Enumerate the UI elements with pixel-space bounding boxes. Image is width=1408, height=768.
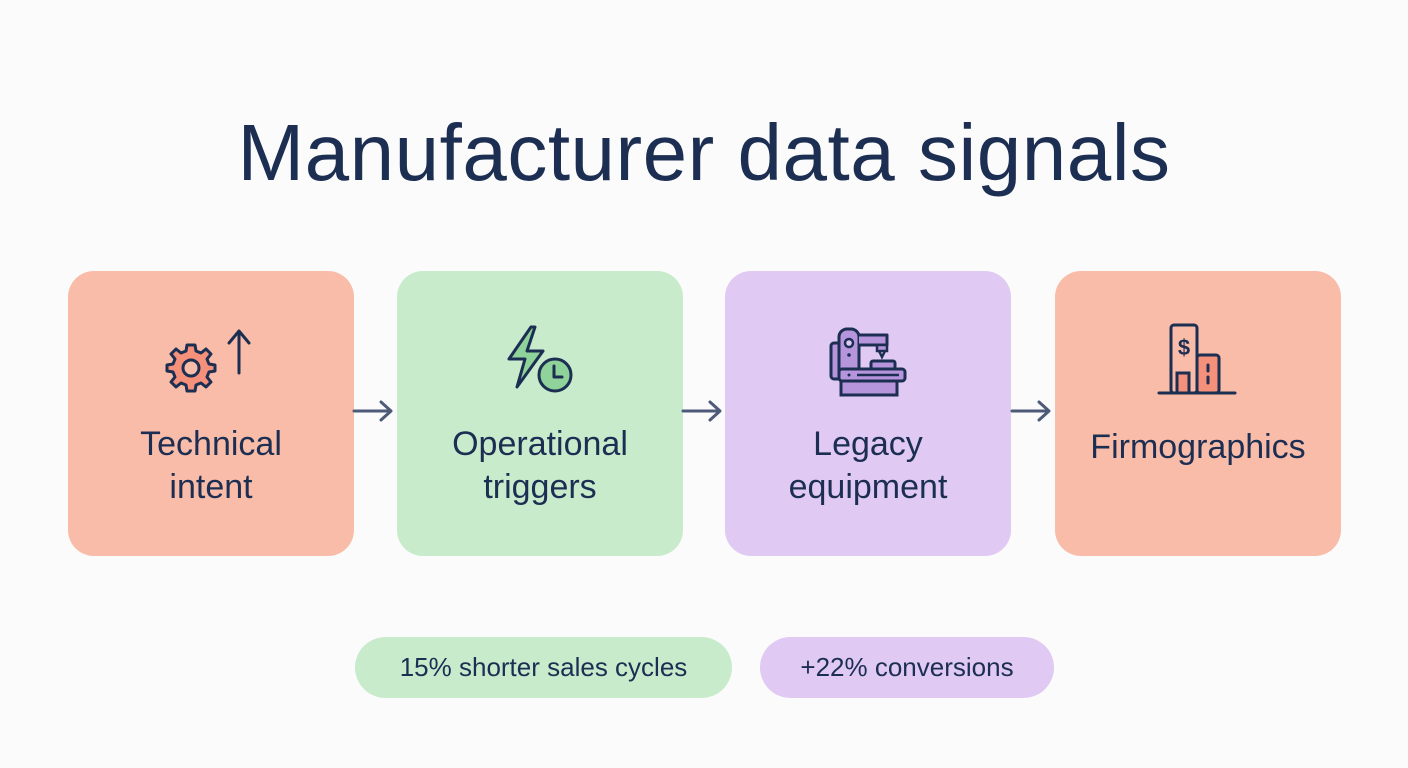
step-label-line: intent [169,468,253,506]
arrow-right-icon [681,400,722,422]
step-card-legacy-equipment: Legacy equipment [725,271,1011,556]
arrow-right-icon [1010,400,1051,422]
step-label-line: Operational [452,425,628,463]
step-label-line: Legacy [813,425,923,463]
step-label: Legacy equipment [725,423,1011,509]
metric-badge-conversions: +22% conversions [760,637,1054,698]
step-label-line: Technical [140,425,282,463]
svg-text:$: $ [1178,335,1190,360]
metric-label: +22% conversions [800,652,1014,682]
building-dollar-icon: $ [1055,321,1341,401]
step-label: Firmographics [1055,426,1341,469]
lightning-clock-icon [397,321,683,401]
page-title: Manufacturer data signals [237,108,1171,197]
step-label-line: equipment [788,468,948,506]
step-card-technical-intent: Technical intent [68,271,354,556]
step-card-firmographics: $ Firmographics [1055,271,1341,556]
step-label: Operational triggers [397,423,683,509]
gear-up-arrow-icon [68,321,354,401]
step-label-line: Firmographics [1090,428,1306,466]
machine-tool-icon [725,321,1011,401]
step-card-operational-triggers: Operational triggers [397,271,683,556]
step-label: Technical intent [68,423,354,509]
metric-badge-sales-cycles: 15% shorter sales cycles [355,637,732,698]
step-label-line: triggers [483,468,597,506]
metric-label: 15% shorter sales cycles [399,652,688,682]
arrow-right-icon [352,400,393,422]
